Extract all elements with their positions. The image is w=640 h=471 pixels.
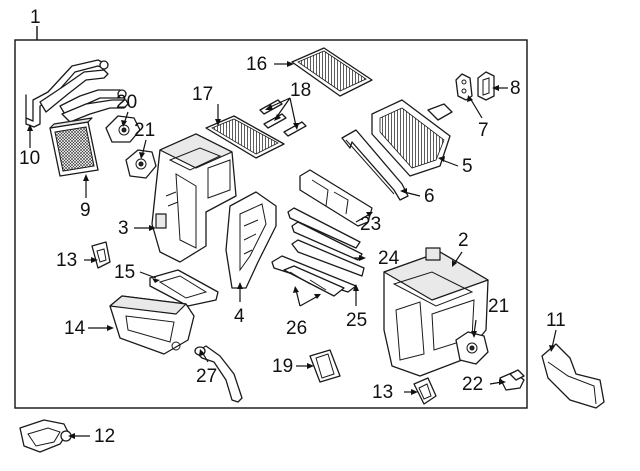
duct-part	[541, 343, 605, 409]
door-part	[149, 269, 219, 307]
heater-case-part	[151, 133, 237, 263]
grommet-left-part	[91, 241, 111, 269]
callout-19: 19	[272, 356, 293, 377]
seal-parts	[455, 71, 495, 101]
callout-15: 15	[114, 262, 135, 283]
door-assembly-parts	[271, 169, 373, 297]
callout-7: 7	[478, 120, 489, 141]
sensor-parts	[259, 99, 307, 137]
grommet-right-part	[413, 377, 437, 405]
filter-part	[291, 47, 373, 97]
callout-20: 20	[116, 92, 137, 113]
callout-10: 10	[19, 148, 40, 169]
callout-8: 8	[510, 78, 521, 99]
actuator-motor-part	[105, 115, 141, 143]
callout-13b: 13	[372, 382, 393, 403]
actuator-right-part	[455, 331, 489, 365]
callout-2: 2	[458, 230, 469, 251]
evaporator-part	[371, 99, 453, 177]
connector-part	[499, 369, 525, 391]
callout-23: 23	[360, 214, 381, 235]
callout-3: 3	[118, 218, 129, 239]
callout-6: 6	[424, 186, 435, 207]
callout-17: 17	[192, 84, 213, 105]
callout-22: 22	[462, 374, 483, 395]
heater-core-part	[49, 117, 99, 177]
callout-18: 18	[290, 80, 311, 101]
actuator-left-part	[125, 149, 157, 179]
callout-labels: 1 10 9 20 21 3 13 15 14 4 27 16 17 18 5 …	[19, 7, 566, 447]
seal-small-part	[309, 349, 341, 383]
callout-12: 12	[94, 426, 115, 447]
callout-24: 24	[378, 248, 400, 269]
callout-26: 26	[286, 318, 307, 339]
callout-16: 16	[246, 54, 267, 75]
callout-5: 5	[462, 156, 473, 177]
leader-arrowheads	[27, 61, 555, 439]
bracket-part	[19, 419, 72, 453]
callout-1: 1	[30, 7, 41, 28]
filter-lower-part	[205, 115, 285, 159]
heater-pipe-part	[25, 59, 129, 128]
callout-11: 11	[546, 310, 566, 331]
mode-door-panel-part	[225, 191, 277, 289]
callout-25: 25	[346, 310, 367, 331]
callout-27: 27	[196, 366, 217, 387]
callout-13a: 13	[56, 250, 77, 271]
callout-21b: 21	[488, 296, 509, 317]
gasket-part	[341, 129, 409, 201]
callout-4: 4	[234, 306, 245, 327]
callout-21a: 21	[134, 120, 155, 141]
lower-case-part	[109, 295, 195, 355]
callout-9: 9	[80, 200, 91, 221]
assembly-frame	[14, 26, 528, 409]
callout-14: 14	[64, 318, 86, 339]
